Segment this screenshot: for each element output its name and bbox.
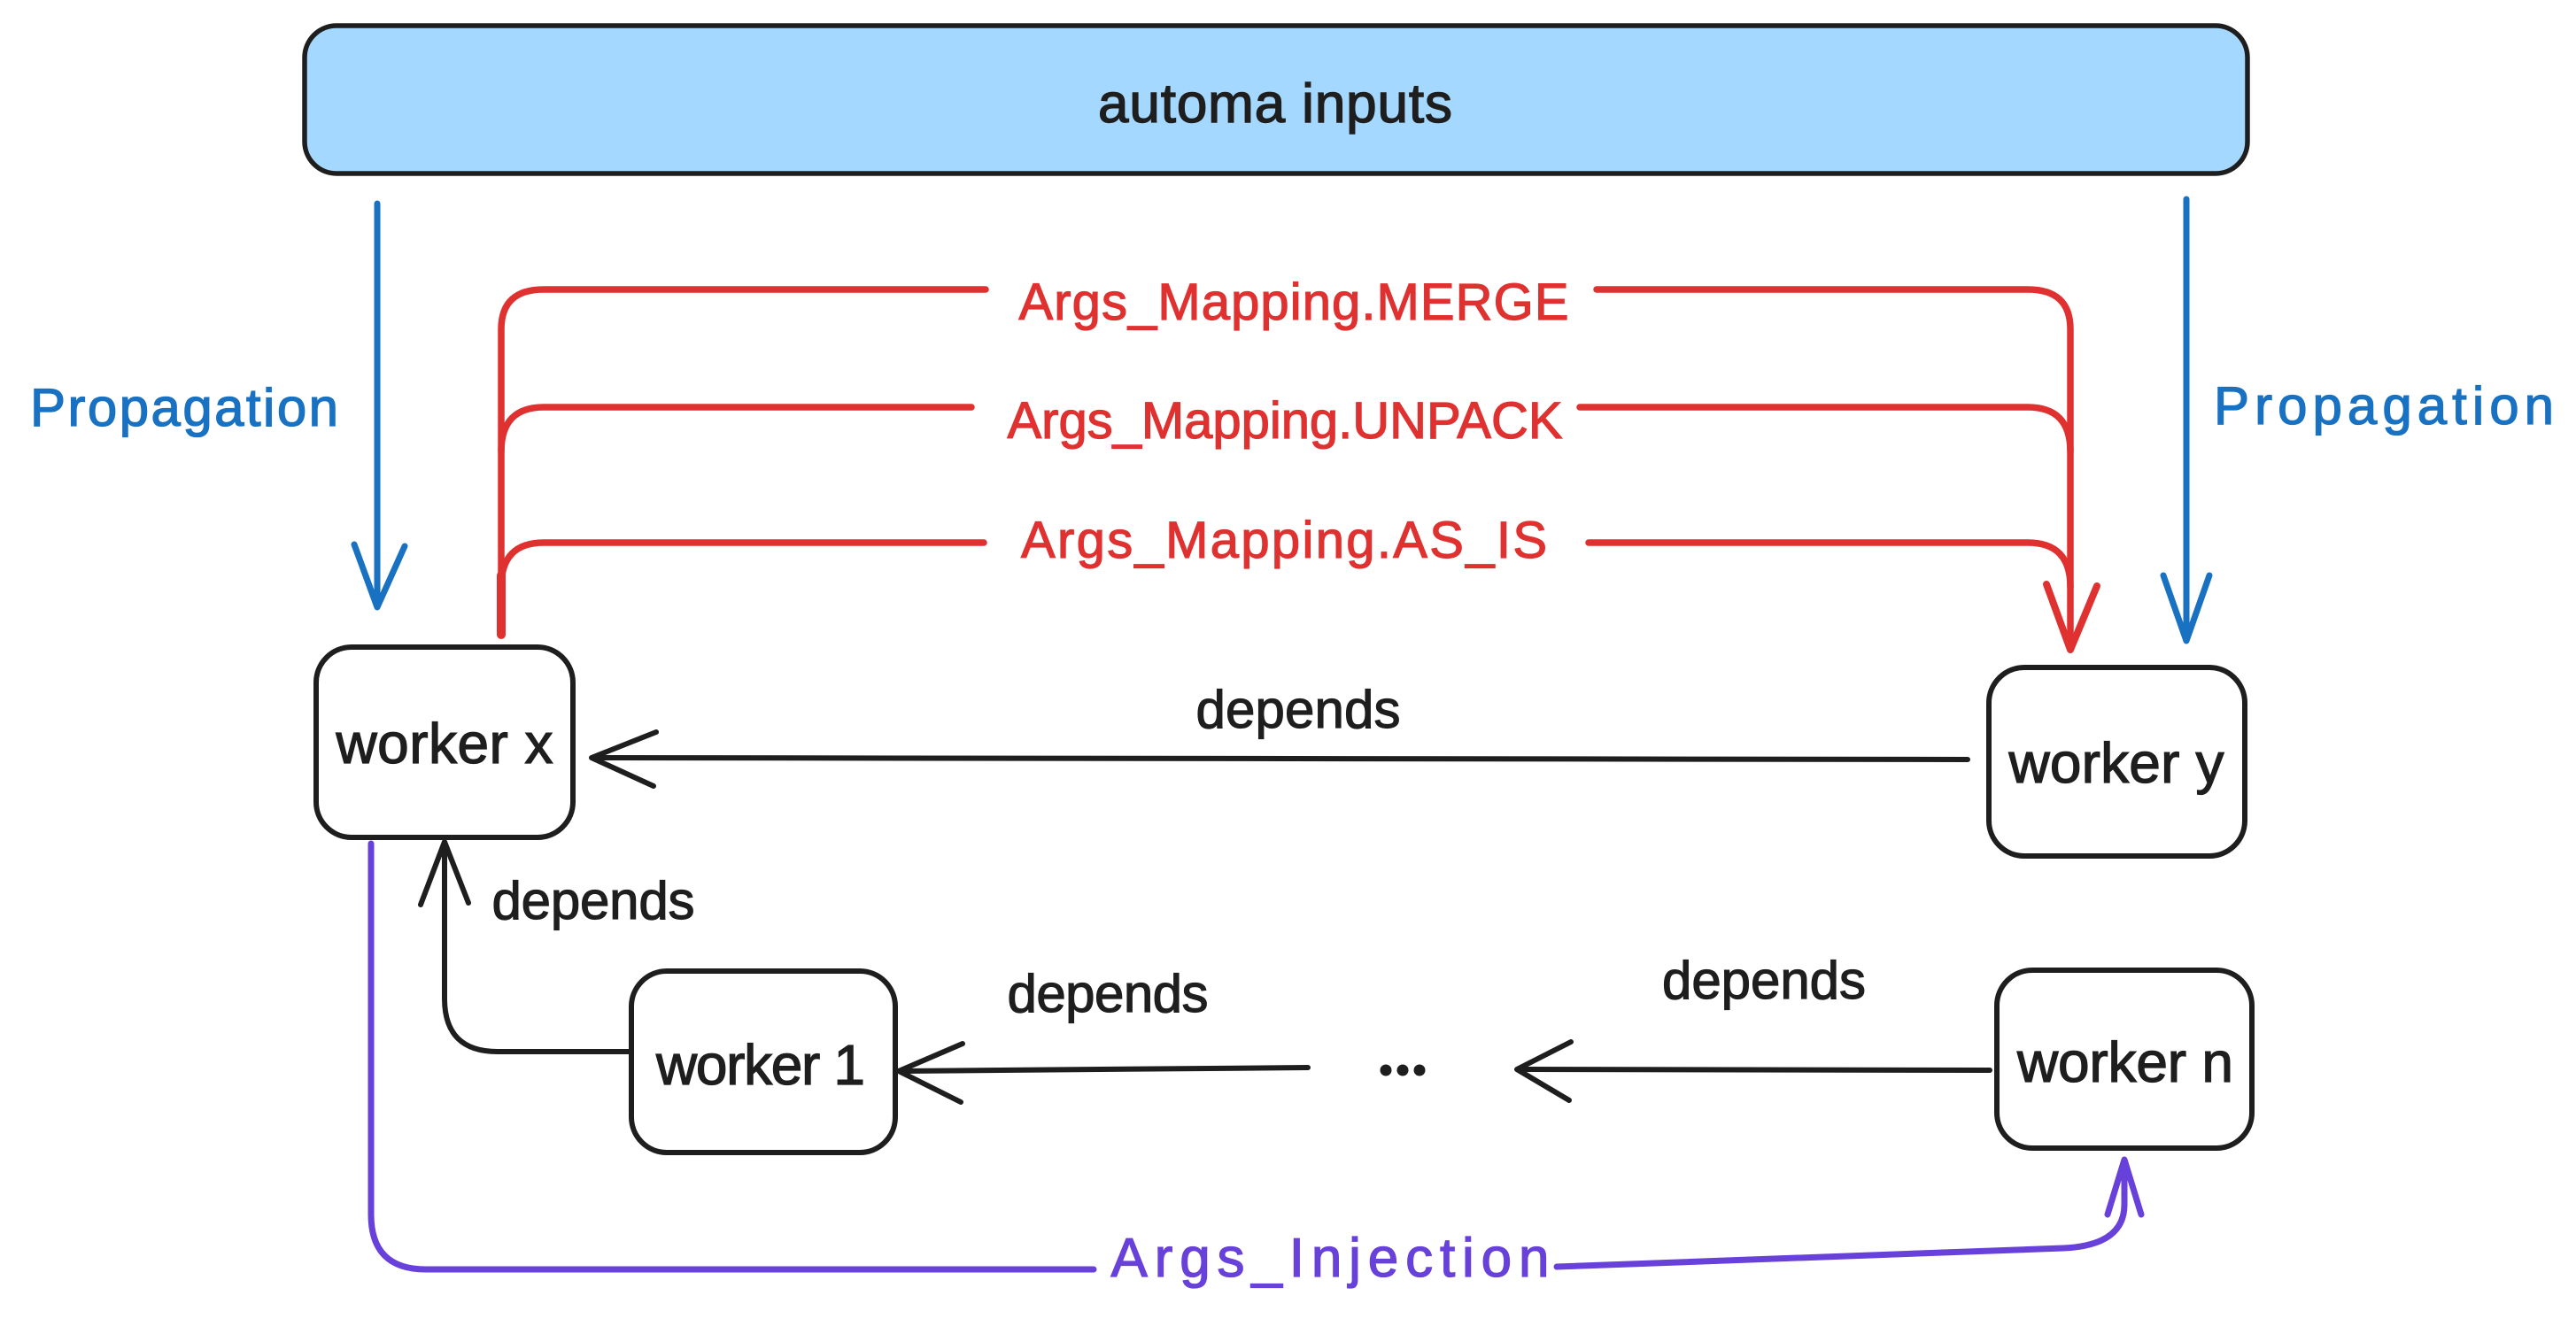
svg-text:depends: depends: [492, 871, 695, 930]
svg-text:automa inputs: automa inputs: [1098, 73, 1452, 135]
svg-text:Propagation: Propagation: [30, 378, 338, 437]
svg-text:worker y: worker y: [2008, 731, 2224, 795]
svg-text:Args_Mapping.AS_IS: Args_Mapping.AS_IS: [1021, 512, 1547, 569]
svg-text:worker n: worker n: [2016, 1030, 2233, 1094]
svg-text:depends: depends: [1008, 964, 1209, 1023]
svg-text:depends: depends: [1662, 951, 1866, 1010]
svg-text:worker 1: worker 1: [655, 1033, 865, 1097]
svg-text:worker x: worker x: [336, 712, 553, 775]
svg-text:Args_Mapping.UNPACK: Args_Mapping.UNPACK: [1008, 392, 1563, 450]
svg-text:Propagation: Propagation: [2214, 376, 2554, 436]
svg-text:Args_Mapping.MERGE: Args_Mapping.MERGE: [1019, 274, 1569, 331]
svg-text:depends: depends: [1196, 680, 1401, 739]
